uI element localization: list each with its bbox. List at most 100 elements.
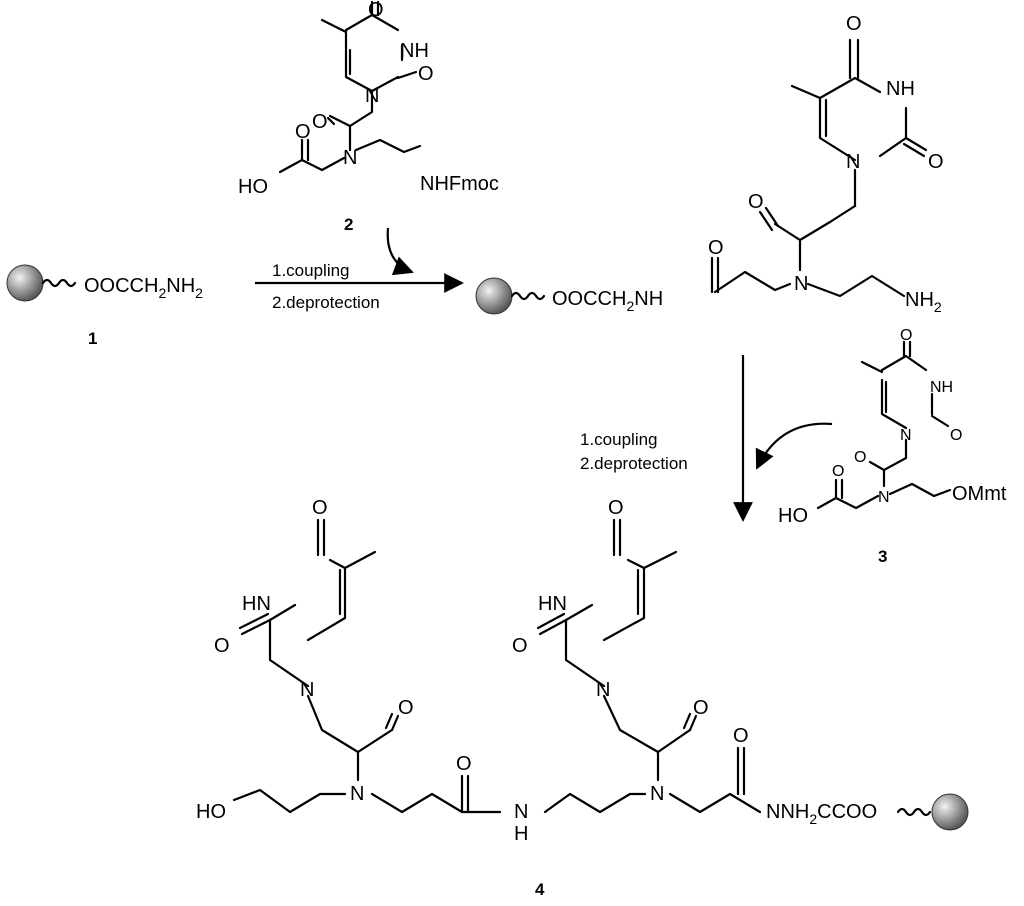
f-o-right-top: O <box>608 497 624 519</box>
c3-co-right <box>930 414 950 428</box>
compound-3: O NH O N O N O HO OMmt 3 <box>778 327 1007 566</box>
condition-2b: 2.deprotection <box>580 454 688 473</box>
compound-4-number: 4 <box>535 880 545 899</box>
f-o-right-co: O <box>733 725 749 747</box>
f-n-mid: N <box>514 801 528 823</box>
f-mid-ethyl <box>543 792 647 814</box>
f-right-ring <box>564 558 646 688</box>
f-hn-right: HN <box>538 593 567 615</box>
c3-ethyl <box>888 482 952 498</box>
p-o-side: O <box>748 191 764 213</box>
p-nh: NH <box>886 78 915 100</box>
p-side-co <box>758 206 780 232</box>
p-o-right: O <box>928 151 944 173</box>
f-o-right-left: O <box>512 635 528 657</box>
p-n1-label: N <box>846 151 860 173</box>
c2-o-acid: O <box>295 121 311 143</box>
c3-o-top: O <box>900 327 912 344</box>
reaction-arrow-1: 1.coupling 2.deprotection <box>255 227 464 312</box>
f-right-side-co <box>682 712 698 732</box>
f-right-co-top <box>612 518 622 557</box>
f-co-mid <box>460 774 470 814</box>
c2-acid-co <box>300 138 310 162</box>
reaction-arrow-2: 1.coupling 2.deprotection <box>580 355 833 522</box>
arrow-2-curve <box>755 422 833 470</box>
f-n1-left: N <box>300 679 314 701</box>
p-nh2: NH2 <box>905 289 942 315</box>
c2-o-amide: O <box>312 111 328 133</box>
p-side <box>773 204 857 272</box>
c3-ommt: OMmt <box>952 483 1007 505</box>
p-co-right <box>902 136 928 158</box>
c2-amide-co <box>326 116 336 126</box>
compound-2: O NH O N O N O HO NHFmoc 2 <box>238 0 499 234</box>
c3-ch2co <box>868 438 908 472</box>
f-right-co-l <box>536 612 568 636</box>
f-left-side-co <box>384 712 400 732</box>
p-o-top: O <box>846 13 862 35</box>
c3-ring <box>880 354 934 430</box>
linker-wave-1 <box>41 278 77 288</box>
f-ho-ethyl <box>232 788 347 814</box>
c2-acid <box>278 156 346 174</box>
f-o-left-top: O <box>312 497 328 519</box>
c3-n: N <box>878 489 890 506</box>
p-n: N <box>794 273 808 295</box>
condition-1a: 1.coupling <box>272 261 350 280</box>
arrow-1-curve <box>386 227 414 276</box>
f-left-side <box>306 694 394 782</box>
p-o-amide: O <box>708 237 724 259</box>
condition-1b: 2.deprotection <box>272 293 380 312</box>
f-ho: HO <box>196 801 226 823</box>
compound-1-number: 1 <box>88 329 97 348</box>
intermediate-ester: OOCCH2NH <box>552 288 663 314</box>
compound-1: OOCCH2NH2 1 <box>6 264 203 348</box>
f-n-right: N <box>650 783 664 805</box>
p-ch2 <box>713 270 792 294</box>
c3-n1: N <box>900 427 912 444</box>
p-ethyl <box>806 274 906 298</box>
c3-nh: NH <box>930 379 953 396</box>
f-left-methyl <box>343 550 377 570</box>
f-tail: NNH2CCOO <box>766 801 877 827</box>
f-co-right <box>736 746 746 796</box>
intermediate-product: OOCCH2NH O N NH2 O N O NH O <box>475 13 944 315</box>
c3-methyl <box>860 360 884 374</box>
c3-o-right: O <box>950 427 962 444</box>
c2-nh: NH <box>400 40 429 62</box>
f-right-methyl <box>642 550 678 570</box>
c2-n: N <box>343 147 357 169</box>
c2-co-top <box>370 0 380 17</box>
resin-bead-2 <box>475 277 513 315</box>
f-left-ring <box>268 558 347 688</box>
compound-3-number: 3 <box>878 547 887 566</box>
c3-o-acid: O <box>832 463 844 480</box>
c2-nhfmoc: NHFmoc <box>420 173 499 195</box>
f-n-left: N <box>350 783 364 805</box>
c2-n1: N <box>365 85 379 107</box>
f-o-left-side: O <box>398 697 414 719</box>
linker-wave-2 <box>510 291 546 301</box>
c2-o-right: O <box>418 63 434 85</box>
c3-o-amide: O <box>854 449 866 466</box>
compound-2-number: 2 <box>344 215 353 234</box>
p-methyl <box>790 84 822 100</box>
compound-1-formula: OOCCH2NH2 <box>84 275 203 301</box>
f-h-mid: H <box>514 823 528 845</box>
f-mid-right <box>668 792 762 814</box>
c3-ho: HO <box>778 505 808 527</box>
f-right-side <box>602 694 692 782</box>
c2-ring <box>344 13 404 93</box>
c2-o-top: O <box>368 0 384 21</box>
f-mid-left <box>370 792 502 814</box>
f-left-co-l <box>238 612 272 636</box>
c2-ch2co <box>328 89 374 128</box>
f-left-co-top <box>316 518 326 557</box>
p-amide-co <box>710 256 720 294</box>
condition-2a: 1.coupling <box>580 430 658 449</box>
f-n1-right: N <box>596 679 610 701</box>
f-o-left-left: O <box>214 635 230 657</box>
resin-bead-3 <box>931 793 969 831</box>
resin-bead-1 <box>6 264 44 302</box>
